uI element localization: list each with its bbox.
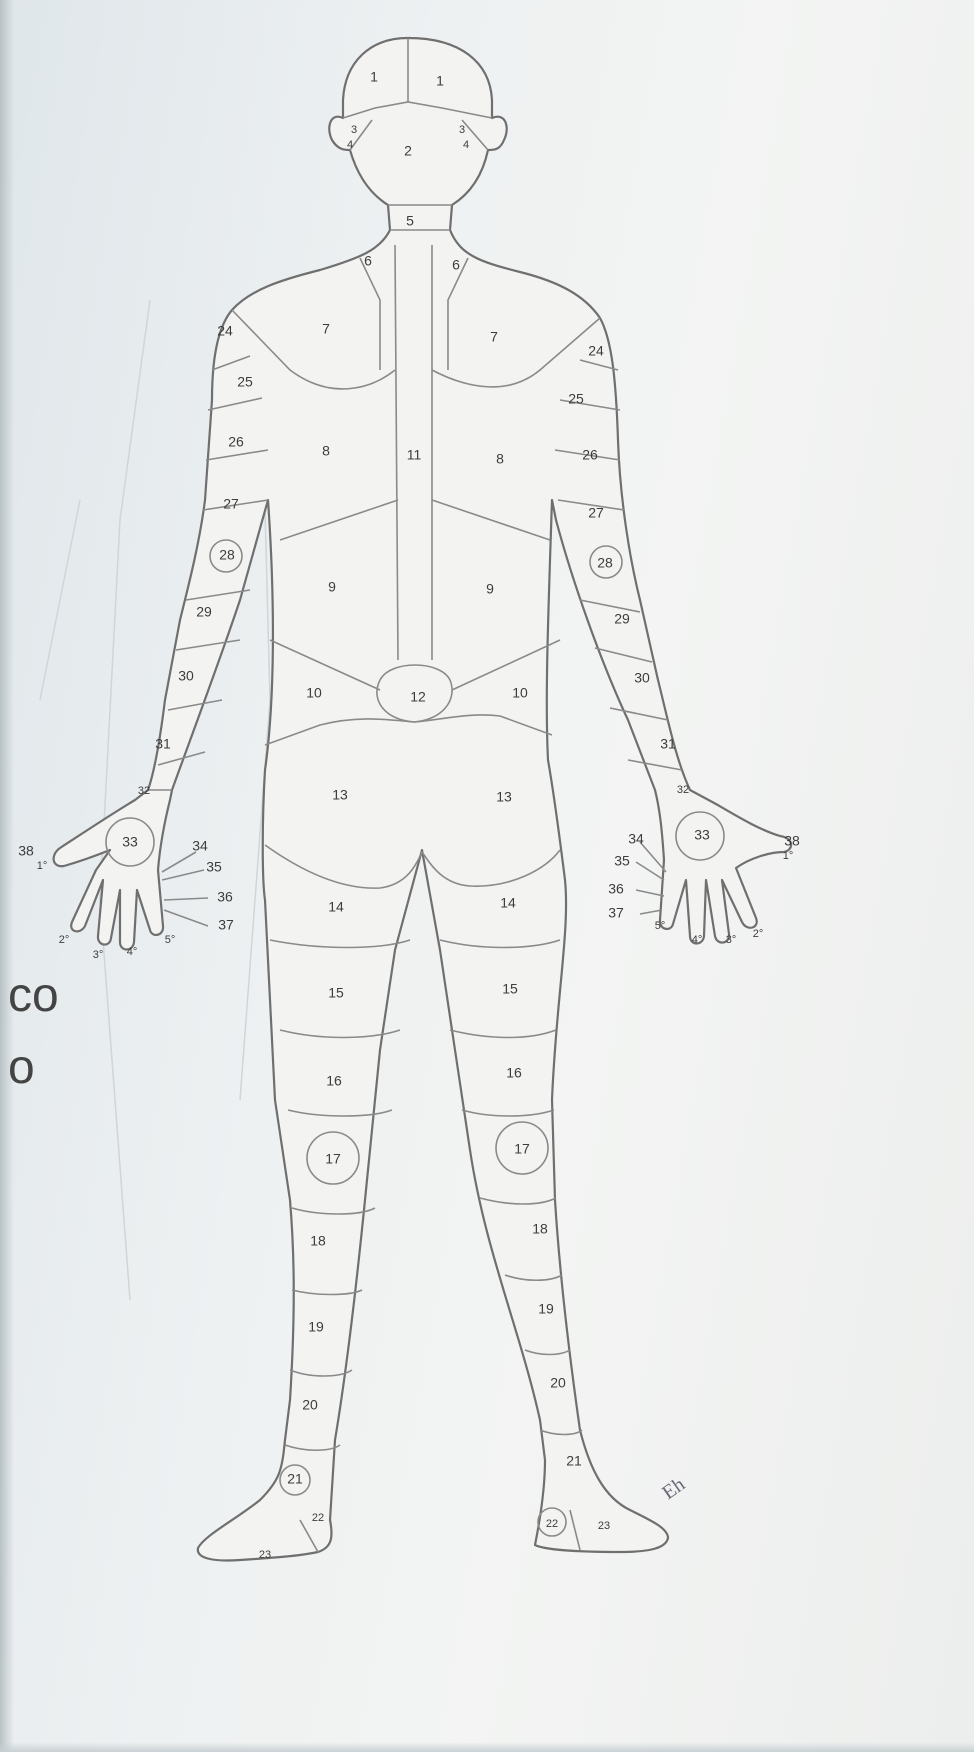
label-forearm-2-right: 30 (634, 670, 650, 686)
label-digit-1-left: 1° (37, 860, 48, 872)
label-back-right: 8 (496, 451, 504, 467)
label-finger-34-left: 34 (192, 838, 208, 854)
label-digit-4-left: 4° (127, 946, 138, 958)
label-thigh-upper-right: 14 (500, 895, 516, 911)
label-digit-3-right: 3° (726, 934, 737, 946)
label-thigh-low-right: 16 (506, 1065, 522, 1081)
label-elbow-right: 28 (597, 555, 613, 571)
label-calf-upper-left: 18 (310, 1233, 326, 1249)
label-trapezius-left: 6 (364, 253, 372, 269)
label-upper-arm-1-left: 25 (237, 374, 253, 390)
label-digit-2-left: 2° (59, 934, 70, 946)
label-knee-right: 17 (514, 1141, 530, 1157)
label-digit-1-right: 1° (783, 850, 794, 862)
label-palm-right: 33 (694, 827, 710, 843)
label-scapula-right: 7 (490, 329, 498, 345)
label-calf-upper-right: 18 (532, 1221, 548, 1237)
label-calf-low-left: 20 (302, 1397, 318, 1413)
label-thigh-low-left: 16 (326, 1073, 342, 1089)
label-upper-arm-3-right: 27 (588, 505, 604, 521)
label-ankle-left: 21 (287, 1471, 303, 1487)
label-ankle-right: 21 (566, 1453, 582, 1469)
label-ear-left-bottom: 4 (347, 139, 353, 151)
label-lumbar-right: 10 (512, 685, 528, 701)
label-ear-right-top: 3 (459, 124, 465, 136)
label-finger-36-right: 36 (608, 881, 624, 897)
label-heel-right: 22 (546, 1518, 558, 1530)
label-thigh-upper-left: 14 (328, 899, 344, 915)
label-finger-37-left: 37 (218, 917, 234, 933)
label-forearm-3-right: 31 (660, 736, 676, 752)
label-calf-low-right: 20 (550, 1375, 566, 1391)
label-upper-arm-2-right: 26 (582, 447, 598, 463)
label-digit-5-right: 5° (655, 920, 666, 932)
label-face: 2 (404, 143, 412, 159)
label-digit-4-right: 4° (692, 934, 703, 946)
label-lower-back-left: 9 (328, 579, 336, 595)
label-calf-mid-left: 19 (308, 1319, 324, 1335)
label-lower-back-right: 9 (486, 581, 494, 597)
label-heel-left: 22 (312, 1512, 324, 1524)
label-digit-5-left: 5° (165, 934, 176, 946)
label-finger-34-right: 34 (628, 831, 644, 847)
label-elbow-left: 28 (219, 547, 235, 563)
body-outline (54, 38, 791, 1561)
label-trapezius-right: 6 (452, 257, 460, 273)
label-back-left: 8 (322, 443, 330, 459)
label-wrist-left: 32 (138, 785, 150, 797)
label-wrist-right: 32 (677, 784, 689, 796)
label-digit-2-right: 2° (753, 928, 764, 940)
label-spine: 11 (407, 447, 422, 463)
label-finger-38-right: 38 (784, 833, 800, 849)
label-sacrum: 12 (410, 689, 426, 705)
label-finger-38-left: 38 (18, 843, 34, 859)
label-upper-arm-3-left: 27 (223, 496, 239, 512)
label-palm-left: 33 (122, 834, 138, 850)
label-shoulder-left: 24 (217, 323, 233, 339)
label-ear-right-bottom: 4 (463, 139, 469, 151)
label-finger-35-left: 35 (206, 859, 222, 875)
label-scapula-left: 7 (322, 321, 330, 337)
label-knee-left: 17 (325, 1151, 341, 1167)
label-calf-mid-right: 19 (538, 1301, 554, 1317)
label-gluteal-left: 13 (332, 787, 348, 803)
label-head-left: 1 (370, 69, 378, 85)
label-sole-right: 23 (598, 1520, 610, 1532)
label-thigh-mid-right: 15 (502, 981, 518, 997)
label-digit-3-left: 3° (93, 949, 104, 961)
label-shoulder-right: 24 (588, 343, 604, 359)
label-upper-arm-2-left: 26 (228, 434, 244, 450)
label-finger-35-right: 35 (614, 853, 630, 869)
label-neck: 5 (406, 213, 414, 229)
label-forearm-1-left: 29 (196, 604, 212, 620)
handwritten-signature: Eh (658, 1473, 689, 1504)
label-forearm-1-right: 29 (614, 611, 630, 627)
label-sole-left: 23 (259, 1549, 271, 1561)
label-forearm-3-left: 31 (155, 736, 171, 752)
label-thigh-mid-left: 15 (328, 985, 344, 1001)
label-ear-left-top: 3 (351, 124, 357, 136)
label-forearm-2-left: 30 (178, 668, 194, 684)
label-upper-arm-1-right: 25 (568, 391, 584, 407)
label-finger-36-left: 36 (217, 889, 233, 905)
label-lumbar-left: 10 (306, 685, 322, 701)
label-head-right: 1 (436, 73, 444, 89)
label-gluteal-right: 13 (496, 789, 512, 805)
label-finger-37-right: 37 (608, 905, 624, 921)
